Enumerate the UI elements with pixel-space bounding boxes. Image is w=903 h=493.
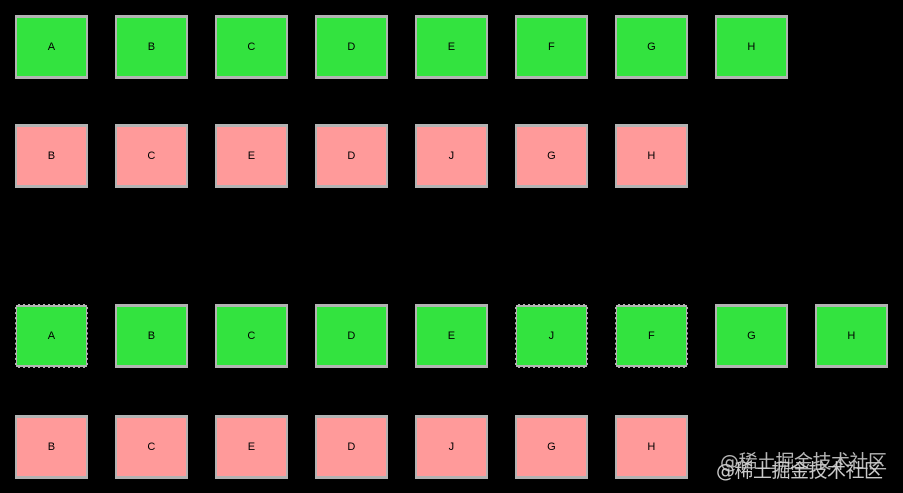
box-item[interactable]: D: [315, 124, 388, 188]
box-item[interactable]: F: [515, 15, 588, 79]
box-item[interactable]: C: [215, 15, 288, 79]
box-label: J: [548, 329, 555, 342]
box-item[interactable]: C: [115, 415, 188, 479]
box-item[interactable]: B: [15, 124, 88, 188]
box-label: D: [347, 440, 356, 453]
box-label: E: [447, 329, 456, 342]
box-item[interactable]: A: [15, 15, 88, 79]
box-label: A: [47, 329, 56, 342]
box-item[interactable]: E: [415, 304, 488, 368]
box-item[interactable]: H: [715, 15, 788, 79]
box-label: B: [147, 40, 156, 53]
box-item[interactable]: H: [615, 124, 688, 188]
box-item[interactable]: G: [715, 304, 788, 368]
box-label: B: [147, 329, 156, 342]
watermark: @稀土掘金技术社区 @稀土掘金技术社区: [716, 452, 896, 486]
box-label: J: [448, 149, 455, 162]
box-item[interactable]: J: [415, 415, 488, 479]
box-item[interactable]: E: [215, 124, 288, 188]
box-label: D: [347, 329, 356, 342]
box-label: B: [47, 440, 56, 453]
box-label: J: [448, 440, 455, 453]
box-item[interactable]: C: [215, 304, 288, 368]
box-label: E: [247, 149, 256, 162]
box-label: C: [247, 40, 256, 53]
box-item[interactable]: J: [515, 304, 588, 368]
box-label: H: [847, 329, 856, 342]
box-label: B: [47, 149, 56, 162]
box-label: E: [247, 440, 256, 453]
box-label: C: [147, 440, 156, 453]
box-label: G: [747, 329, 756, 342]
box-label: G: [547, 149, 556, 162]
box-item[interactable]: C: [115, 124, 188, 188]
box-label: G: [647, 40, 656, 53]
watermark-line-top: @稀土掘金技术社区: [720, 451, 887, 473]
box-item[interactable]: D: [315, 304, 388, 368]
box-label: G: [547, 440, 556, 453]
box-label: A: [47, 40, 56, 53]
box-label: C: [247, 329, 256, 342]
box-item[interactable]: E: [215, 415, 288, 479]
watermark-line-bottom: @稀土掘金技术社区: [716, 460, 883, 482]
box-item[interactable]: H: [615, 415, 688, 479]
box-item[interactable]: F: [615, 304, 688, 368]
box-label: D: [347, 40, 356, 53]
box-item[interactable]: J: [415, 124, 488, 188]
box-item[interactable]: G: [515, 415, 588, 479]
box-label: H: [647, 440, 656, 453]
box-item[interactable]: B: [115, 15, 188, 79]
box-item[interactable]: E: [415, 15, 488, 79]
box-item[interactable]: B: [115, 304, 188, 368]
box-label: F: [648, 329, 655, 342]
box-item[interactable]: H: [815, 304, 888, 368]
box-item[interactable]: A: [15, 304, 88, 368]
box-item[interactable]: G: [615, 15, 688, 79]
box-label: H: [747, 40, 756, 53]
box-label: C: [147, 149, 156, 162]
box-item[interactable]: B: [15, 415, 88, 479]
box-item[interactable]: D: [315, 415, 388, 479]
box-item[interactable]: D: [315, 15, 388, 79]
box-label: F: [548, 40, 555, 53]
box-label: D: [347, 149, 356, 162]
box-label: E: [447, 40, 456, 53]
box-item[interactable]: G: [515, 124, 588, 188]
box-label: H: [647, 149, 656, 162]
